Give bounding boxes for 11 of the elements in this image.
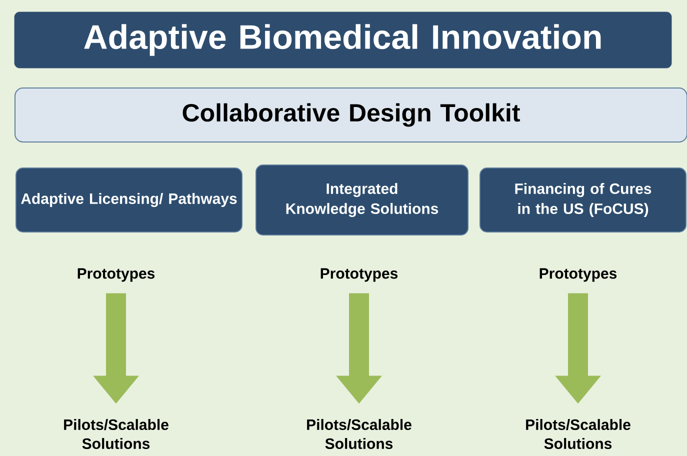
stage-label: Pilots/Scalable Solutions — [526, 419, 630, 449]
program-box: Adaptive Licensing/ Pathways — [16, 168, 242, 232]
stage-label: Pilots/Scalable Solutions — [64, 419, 168, 449]
stage-label: Prototypes — [320, 268, 398, 282]
title-banner: Adaptive Biomedical Innovation — [14, 12, 672, 68]
subtitle-banner: Collaborative Design Toolkit — [14, 88, 687, 142]
stage-label: Prototypes — [78, 268, 155, 282]
program-box: Integrated Knowledge Solutions — [256, 164, 468, 236]
program-box: Financing of Cures in the US (FoCUS) — [480, 168, 686, 232]
stage-label: Pilots/Scalable Solutions — [307, 419, 412, 449]
stage-label: Prototypes — [540, 268, 617, 282]
